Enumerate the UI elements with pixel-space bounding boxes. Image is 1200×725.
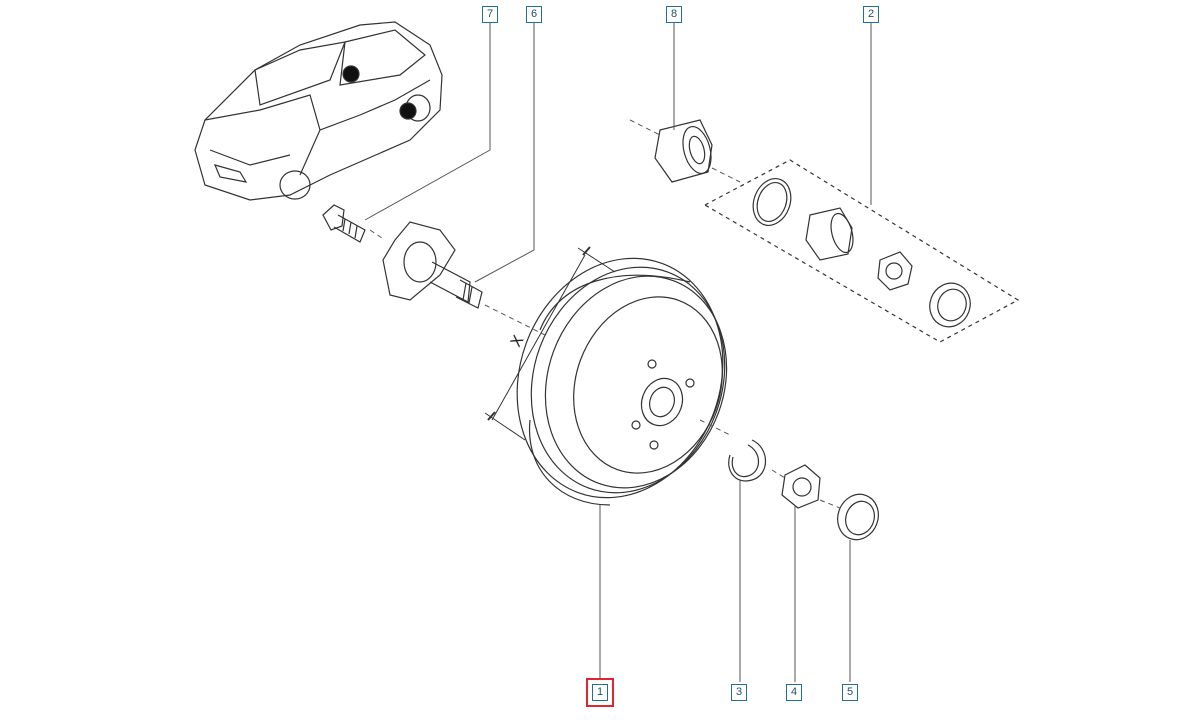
callout-5[interactable]: 5 bbox=[842, 684, 858, 701]
callout-8[interactable]: 8 bbox=[666, 6, 682, 23]
hub-cap bbox=[837, 493, 879, 541]
dimension-x bbox=[484, 246, 616, 441]
kit-group bbox=[703, 159, 1020, 343]
bolt bbox=[322, 204, 366, 243]
leader-lines bbox=[364, 22, 872, 682]
callout-6[interactable]: 6 bbox=[526, 6, 542, 23]
callout-3[interactable]: 3 bbox=[731, 684, 747, 701]
callout-1[interactable]: 1 bbox=[586, 678, 614, 707]
car-icon bbox=[194, 21, 443, 201]
callout-2[interactable]: 2 bbox=[863, 6, 879, 23]
brake-drum bbox=[516, 257, 728, 506]
axis-lines bbox=[369, 119, 841, 509]
callout-7[interactable]: 7 bbox=[482, 6, 498, 23]
stub-axle bbox=[382, 221, 483, 309]
callout-4[interactable]: 4 bbox=[786, 684, 802, 701]
bearing bbox=[654, 119, 713, 183]
circlip bbox=[728, 439, 766, 482]
nut bbox=[781, 464, 821, 509]
